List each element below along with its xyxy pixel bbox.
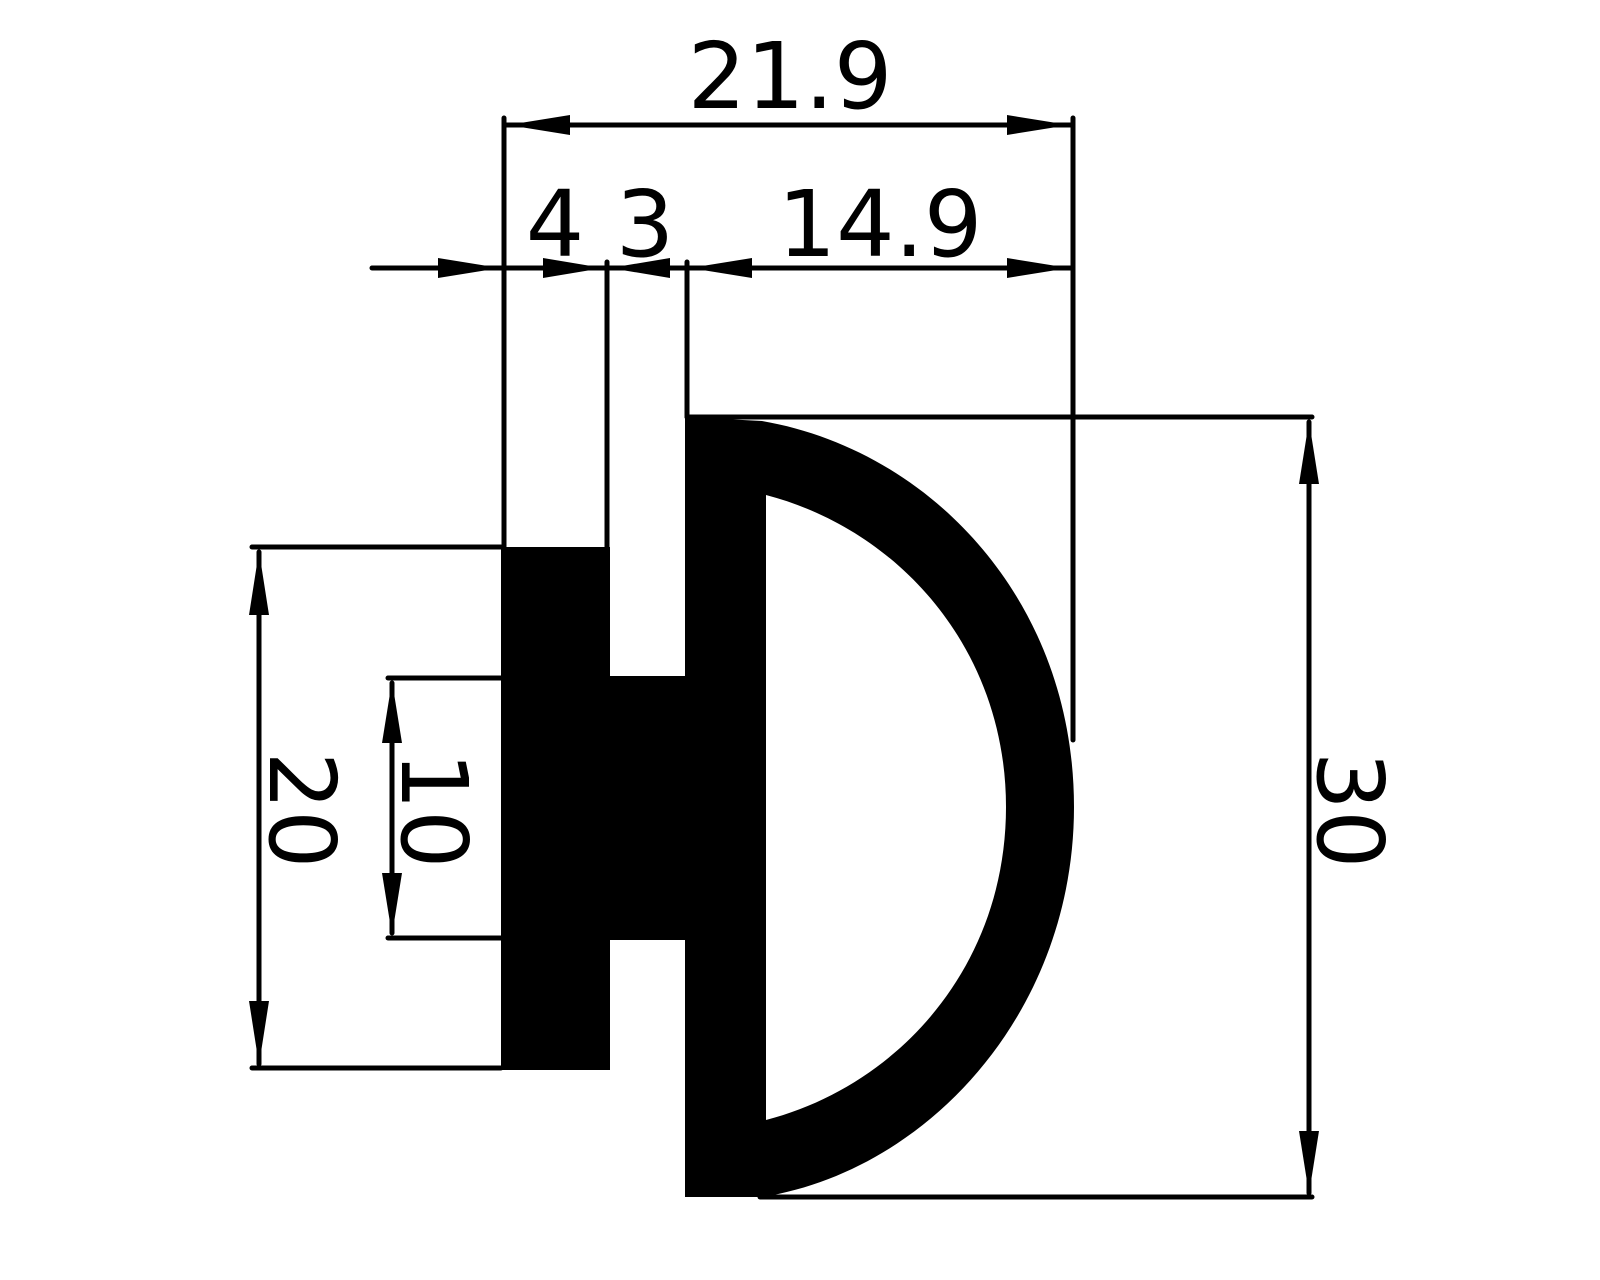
- dim-flange-height: 20: [248, 751, 355, 868]
- arrow-right-icon: [1007, 115, 1069, 135]
- arrow-down-icon: [249, 1001, 269, 1065]
- extension-lines: [249, 115, 1315, 1200]
- arrowheads: [249, 115, 1319, 1194]
- arrow-right-icon: [1007, 258, 1069, 278]
- dim-overall-height: 30: [1296, 751, 1403, 868]
- profile-shape: [501, 417, 1074, 1197]
- dim-neck-height: 10: [380, 751, 487, 868]
- dim-flange-thickness: 4: [526, 171, 585, 278]
- dimension-lines: [256, 122, 1312, 1196]
- d-profile-body: [501, 417, 1074, 1197]
- dim-neck-width: 3: [616, 171, 675, 278]
- arrow-up-icon: [382, 681, 402, 743]
- arrow-right-icon: [543, 258, 603, 278]
- dim-d-profile-width: 14.9: [778, 171, 983, 278]
- arrow-left-icon: [610, 258, 670, 278]
- arrow-up-icon: [1299, 421, 1319, 484]
- arrow-left-icon: [690, 258, 752, 278]
- dim-overall-width: 21.9: [688, 23, 893, 130]
- dimension-labels: 21.9 4 3 14.9 20 10 30: [248, 23, 1403, 869]
- arrow-left-icon: [508, 115, 570, 135]
- arrow-down-icon: [382, 873, 402, 935]
- arrow-down-icon: [1299, 1131, 1319, 1194]
- arrow-up-icon: [249, 551, 269, 615]
- arrow-right-icon: [438, 258, 500, 278]
